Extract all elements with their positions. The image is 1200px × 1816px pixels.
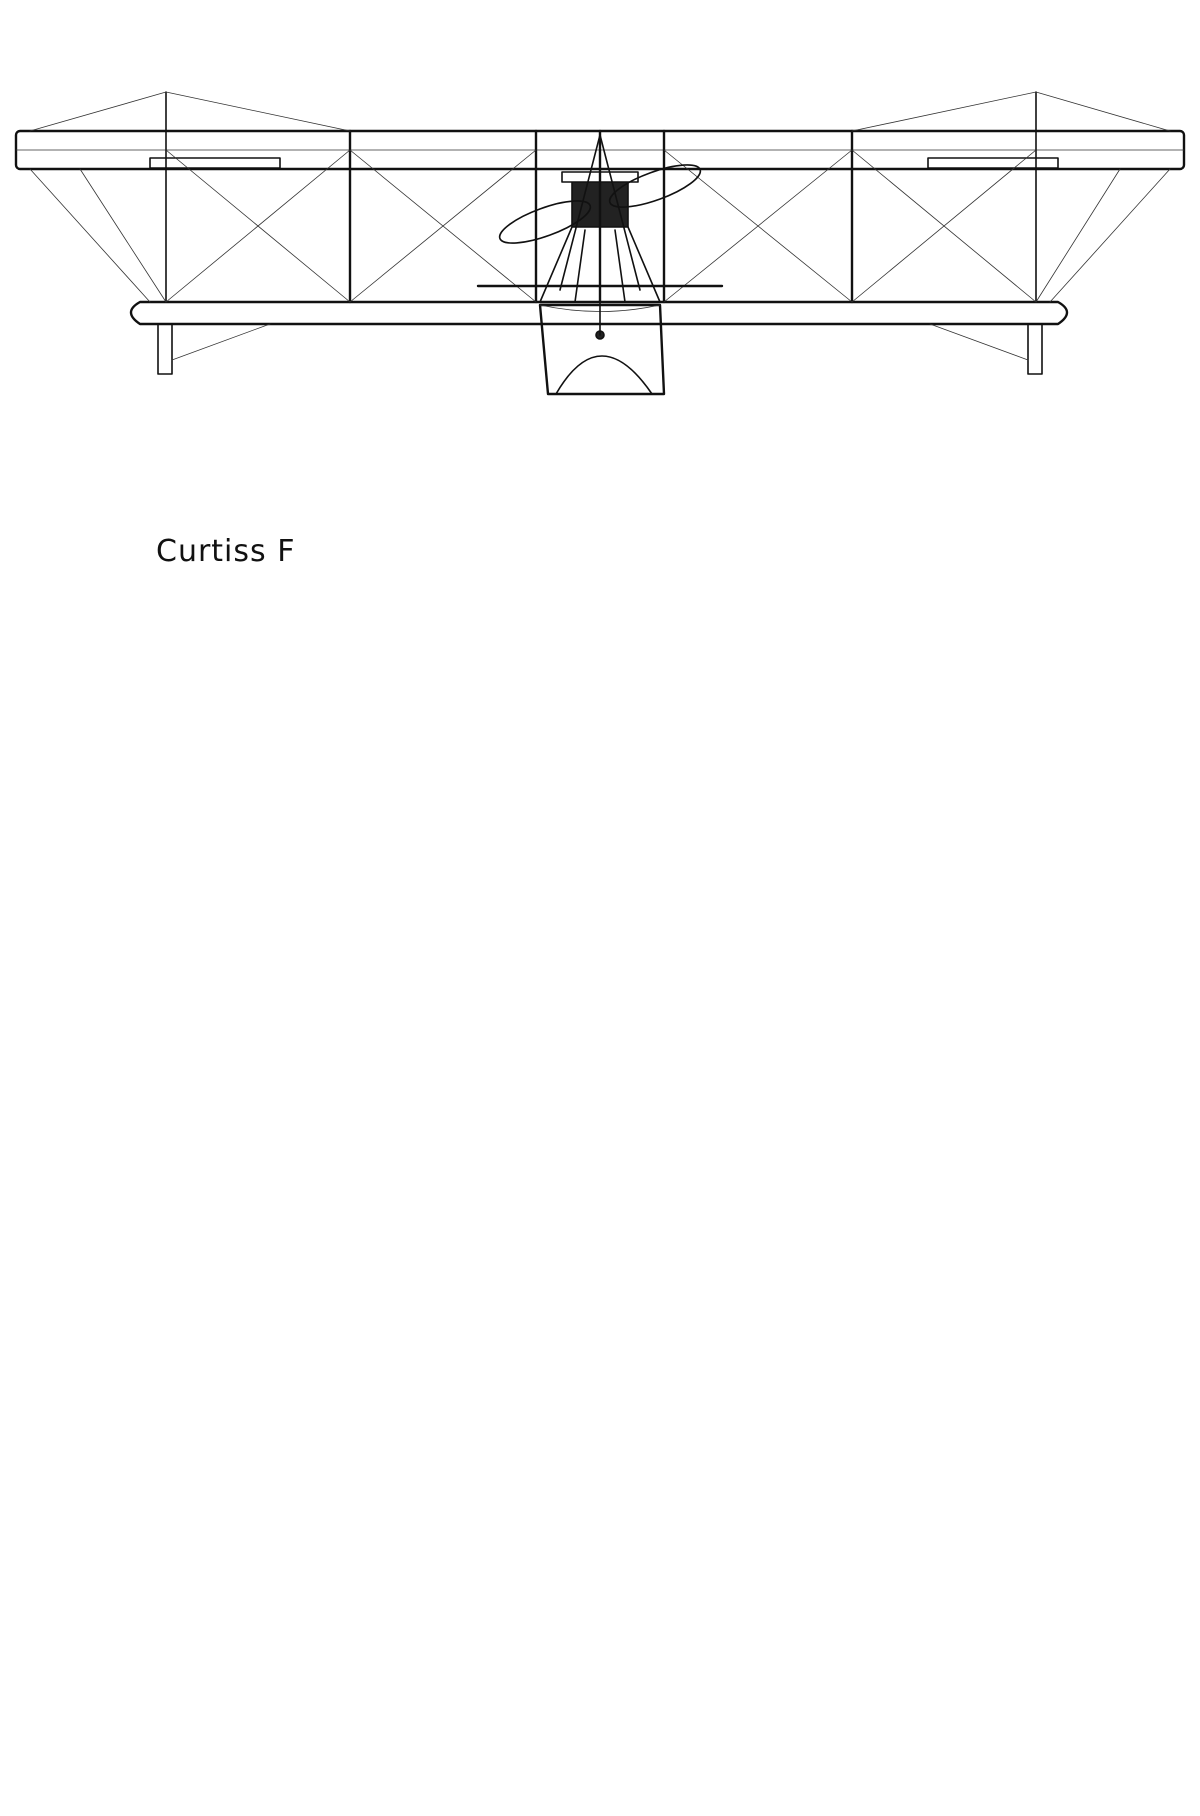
drawing-title: Curtiss F [156,534,296,569]
front-left-wingtip-float [157,323,173,375]
front-view [14,91,1186,396]
front-right-wingtip-float [1027,323,1043,375]
front-propeller-blade-right [608,164,702,208]
front-propeller-blade-left [498,200,592,244]
front-lower-wing [129,300,1069,326]
front-left-aileron [149,157,281,169]
front-hull [538,303,666,396]
front-right-aileron [927,157,1059,169]
